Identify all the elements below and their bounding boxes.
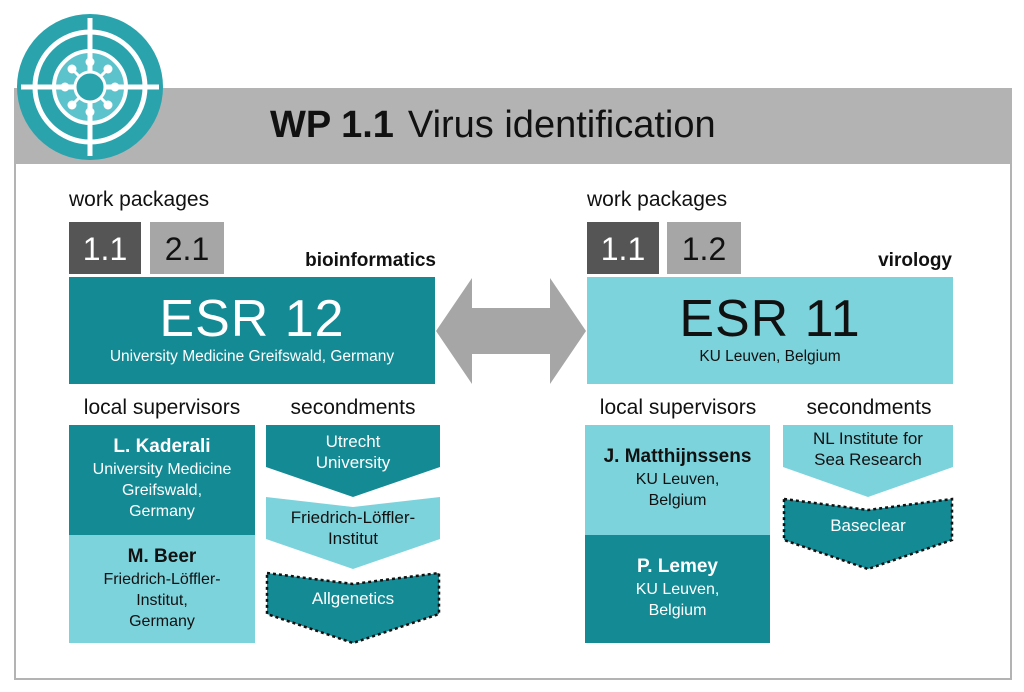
- supervisor-lemey: P. Lemey KU Leuven, Belgium: [585, 535, 770, 643]
- page-title: WP 1.1 Virus identification: [270, 100, 716, 150]
- supervisor-name: J. Matthijnssens: [603, 446, 752, 467]
- esr-12-box: ESR 12 University Medicine Greifswald, G…: [69, 277, 435, 384]
- secondment-line: University: [315, 453, 391, 472]
- secondment-line: Institut: [327, 529, 379, 548]
- secondment-chevron-utrecht: [266, 425, 440, 497]
- right-work-packages-label: work packages: [587, 188, 728, 211]
- left-secondments-label: secondments: [290, 396, 416, 419]
- right-field-label: virology: [878, 250, 952, 271]
- secondment-line: Utrecht: [325, 432, 381, 451]
- supervisor-matthijnssens: J. Matthijnssens KU Leuven, Belgium: [585, 425, 770, 535]
- supervisor-affiliation-line: Institut,: [136, 592, 188, 609]
- left-field-label: bioinformatics: [305, 250, 436, 271]
- right-wp-box-2: 1.2: [667, 222, 741, 274]
- double-arrow-icon: [436, 278, 586, 384]
- secondment-chevron-fli: [266, 497, 440, 569]
- header-bar: [14, 88, 1012, 164]
- esr-11-institution: KU Leuven, Belgium: [699, 348, 841, 365]
- secondment-utrecht: Utrecht University: [266, 431, 440, 473]
- supervisor-affiliation-line: Belgium: [648, 492, 707, 509]
- supervisor-affiliation-line: University Medicine: [92, 461, 232, 478]
- supervisor-affiliation-line: Belgium: [648, 602, 707, 619]
- left-wp-box-2: 2.1: [150, 222, 224, 274]
- wp-title: Virus identification: [407, 104, 716, 146]
- supervisor-name: P. Lemey: [637, 556, 718, 577]
- secondment-chevron-nioz: [783, 425, 953, 497]
- left-work-packages-label: work packages: [69, 188, 210, 211]
- secondment-line: Sea Research: [814, 450, 922, 469]
- left-supervisors-label: local supervisors: [83, 396, 241, 419]
- right-wp-box-1: 1.1: [587, 222, 659, 274]
- secondment-allgenetics: Allgenetics: [266, 588, 440, 609]
- supervisor-affiliation-line: Germany: [129, 613, 195, 630]
- supervisor-affiliation-line: Germany: [129, 503, 195, 520]
- secondment-line: Baseclear: [830, 516, 906, 535]
- supervisor-kaderali: L. Kaderali University Medicine Greifswa…: [69, 425, 255, 535]
- esr-12-institution: University Medicine Greifswald, Germany: [109, 348, 395, 365]
- supervisor-name: M. Beer: [127, 546, 197, 567]
- supervisor-affiliation-line: KU Leuven,: [635, 581, 720, 598]
- supervisor-beer: M. Beer Friedrich-Löffler- Institut, Ger…: [69, 535, 255, 643]
- left-wp-box-1: 1.1: [69, 222, 141, 274]
- esr-11-title: ESR 11: [679, 290, 861, 348]
- secondment-fli: Friedrich-Löffler- Institut: [266, 507, 440, 549]
- supervisor-name: L. Kaderali: [113, 436, 211, 457]
- esr-12-title: ESR 12: [159, 290, 345, 348]
- secondment-line: Friedrich-Löffler-: [290, 508, 416, 527]
- secondment-line: Allgenetics: [311, 589, 395, 608]
- virus-target-icon: [17, 14, 163, 160]
- supervisor-affiliation-line: Friedrich-Löffler-: [103, 571, 221, 588]
- supervisor-affiliation-line: Greifswald,: [121, 482, 203, 499]
- secondment-line: NL Institute for: [813, 429, 923, 448]
- wp-number: WP 1.1: [270, 104, 394, 146]
- right-supervisors-label: local supervisors: [599, 396, 757, 419]
- right-secondments-label: secondments: [806, 396, 932, 419]
- esr-11-box: ESR 11 KU Leuven, Belgium: [587, 277, 953, 384]
- secondment-nioz: NL Institute for Sea Research: [783, 428, 953, 470]
- supervisor-affiliation-line: KU Leuven,: [635, 471, 720, 488]
- secondment-baseclear: Baseclear: [783, 515, 953, 536]
- secondment-chevron-baseclear: [782, 497, 954, 571]
- secondment-chevron-allgenetics: [265, 571, 441, 645]
